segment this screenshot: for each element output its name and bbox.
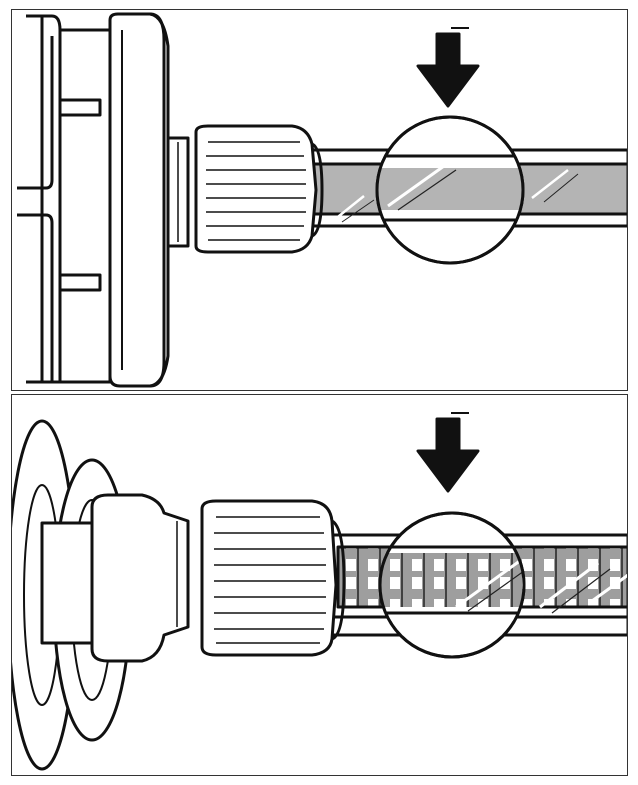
- magnifier-circle-icon: [375, 115, 525, 265]
- panel-top-drawing: [17, 12, 627, 388]
- panel-top: [11, 9, 628, 391]
- back-plate: [17, 14, 62, 384]
- panel-bottom: [11, 394, 628, 776]
- coupling: [40, 493, 190, 663]
- knurled-nut: [200, 499, 346, 657]
- neck: [166, 136, 190, 248]
- down-arrow-icon: [416, 27, 480, 108]
- magnifier-circle-icon: [378, 511, 526, 659]
- panel-bottom-drawing: [12, 412, 627, 771]
- flange: [108, 12, 170, 388]
- knurled-nut: [194, 124, 324, 254]
- hub: [58, 28, 112, 384]
- down-arrow-icon: [416, 412, 480, 493]
